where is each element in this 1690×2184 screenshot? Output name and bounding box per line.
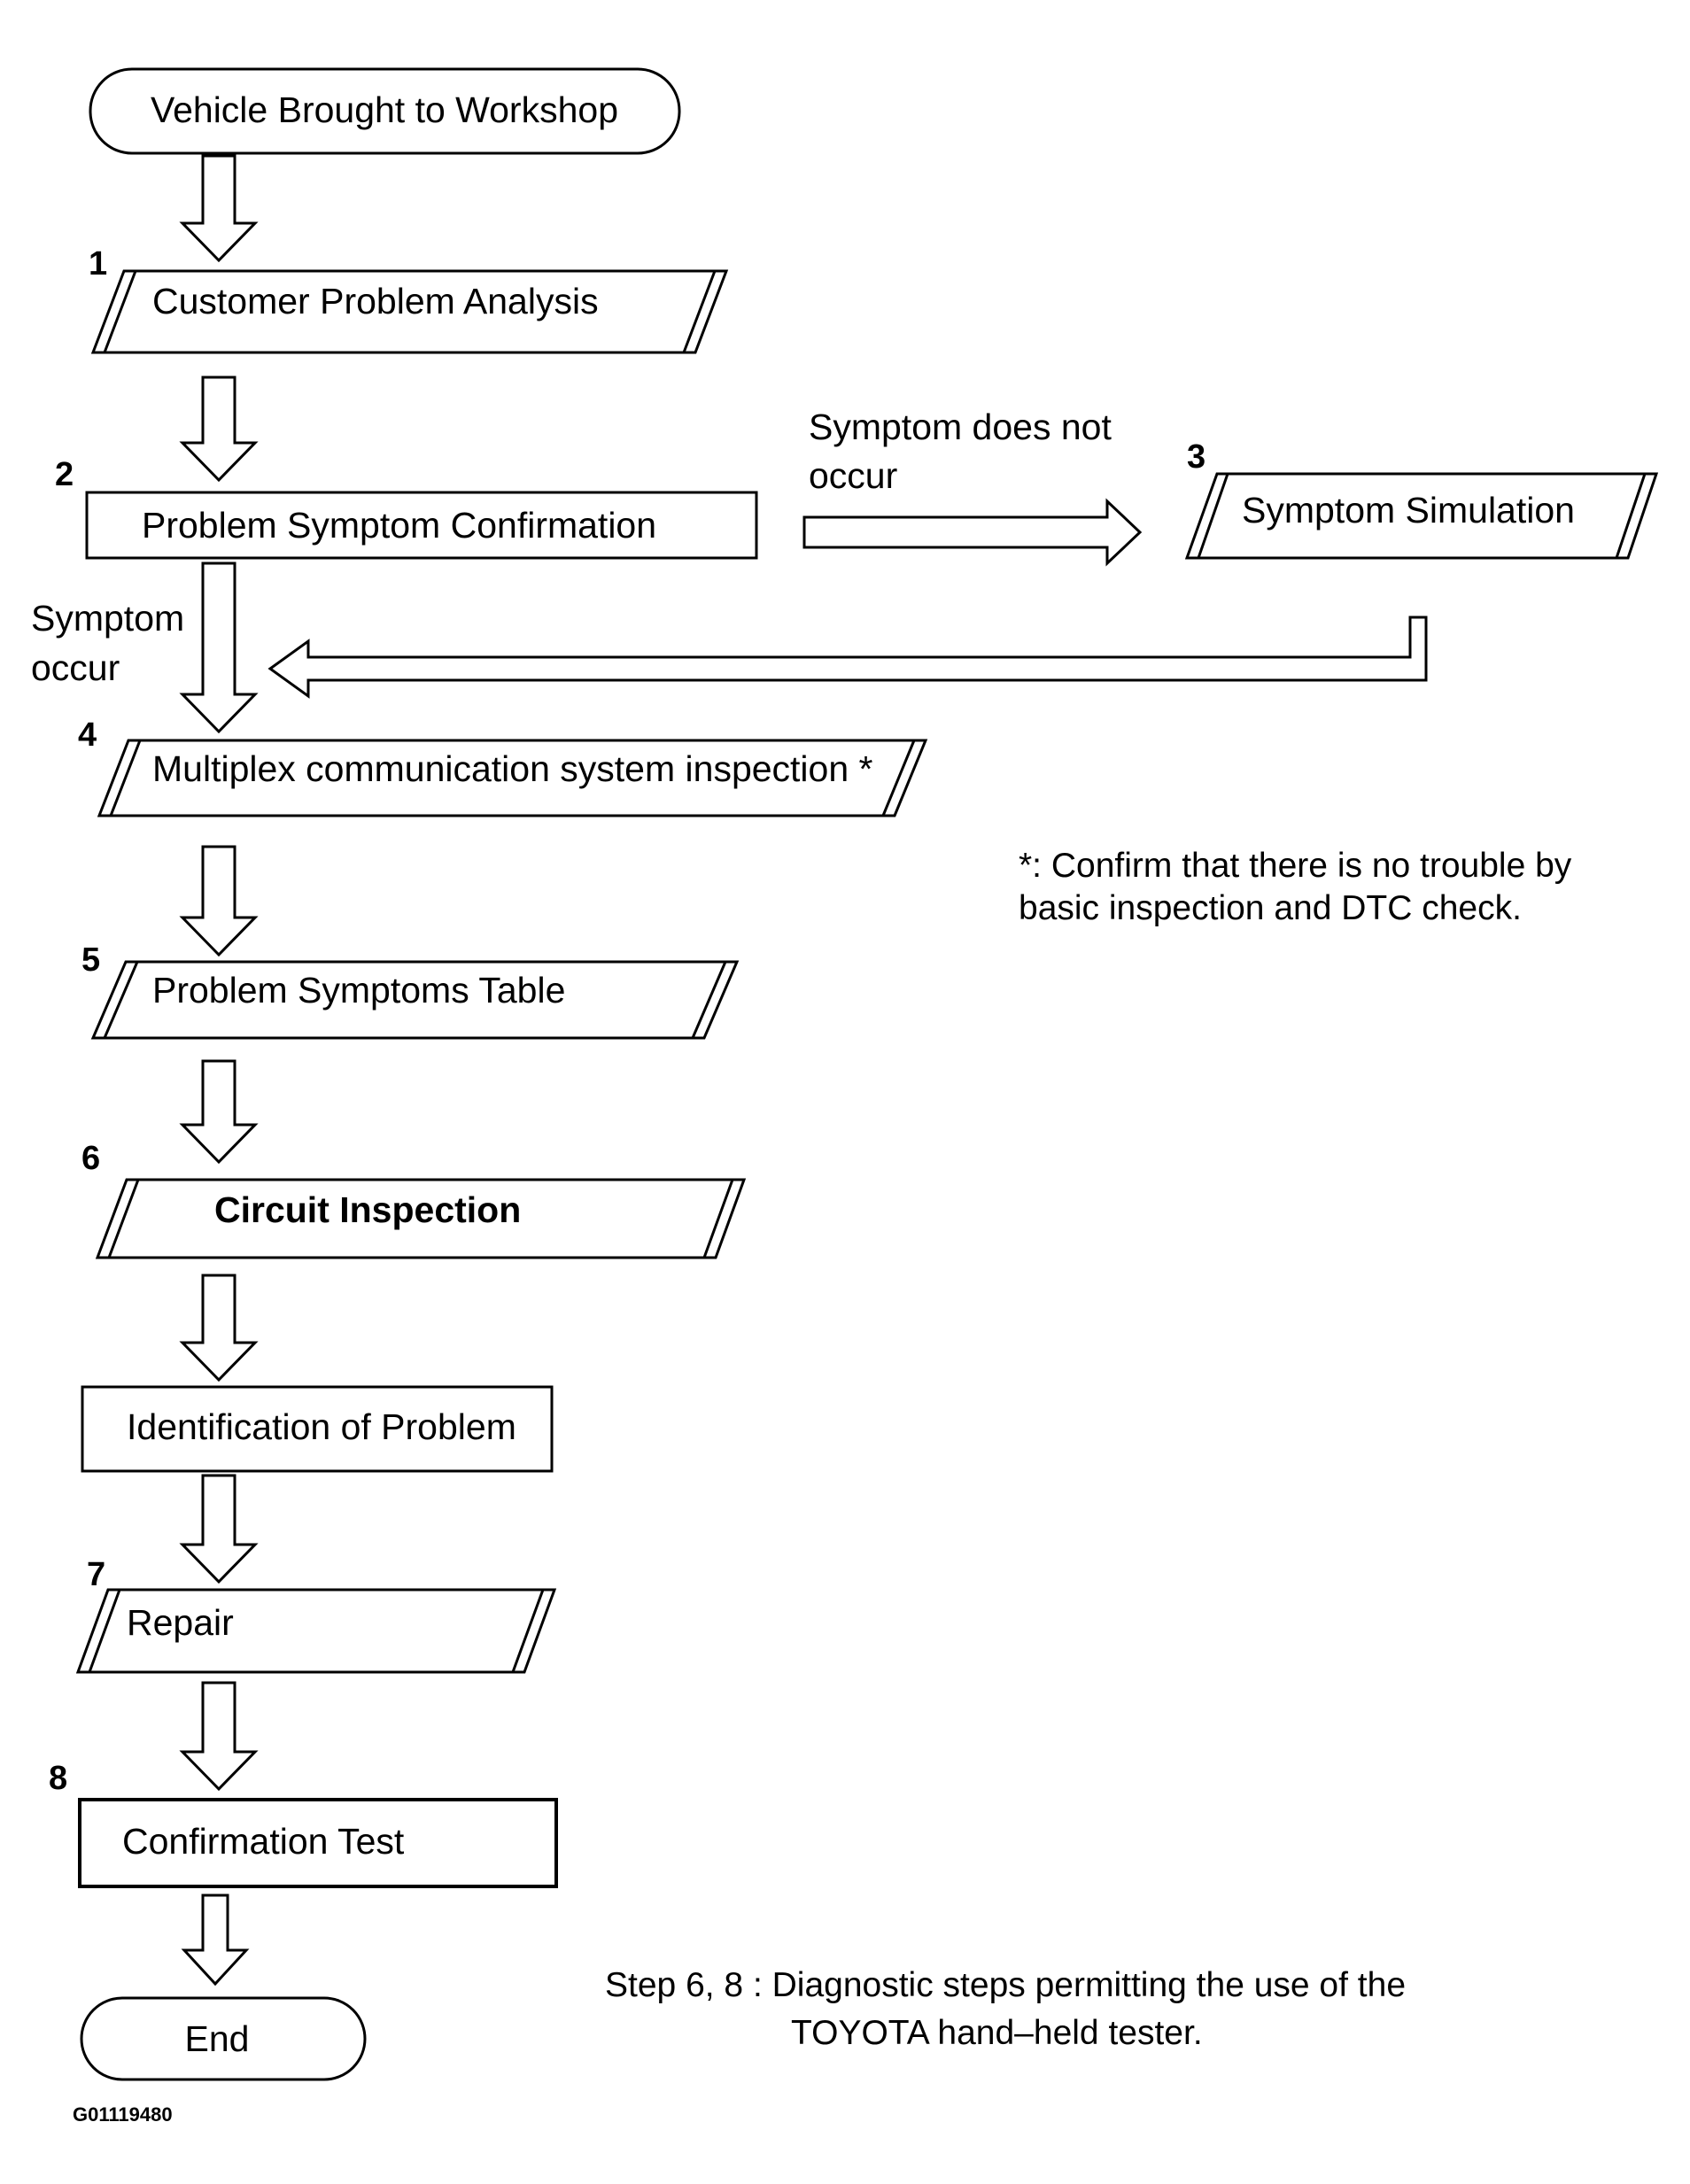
- step-4-box: [97, 739, 928, 817]
- step-5-number: 5: [81, 941, 100, 979]
- step-5-box-edge-right: [691, 961, 727, 1039]
- flow-arrow-3-return: [267, 616, 1428, 699]
- flow-arrow-4-to-5: [179, 845, 259, 957]
- end-terminal-label: End: [185, 2018, 250, 2059]
- flow-arrow-2-to-3: [802, 498, 1143, 567]
- branch-occur-label-line1: Symptom: [31, 598, 184, 639]
- branch-not-occur-label-line1: Symptom does not: [809, 407, 1112, 447]
- step-4-label: Multiplex communication system inspectio…: [152, 748, 873, 789]
- identification-label: Identification of Problem: [127, 1406, 516, 1447]
- step-3-number: 3: [1187, 438, 1205, 476]
- step-4-box-edge-left: [109, 740, 142, 817]
- step-6-box-edge-right: [702, 1179, 734, 1259]
- step-6-label: Circuit Inspection: [214, 1189, 521, 1230]
- step-5-label: Problem Symptoms Table: [152, 970, 565, 1011]
- step-4-number: 4: [78, 716, 97, 754]
- branch-not-occur-label-line2: occur: [809, 455, 897, 496]
- tester-note-line2: TOYOTA hand–held tester.: [791, 2014, 1203, 2052]
- asterisk-note-line1: *: Confirm that there is no trouble by: [1019, 847, 1572, 885]
- step-8-label: Confirmation Test: [122, 1821, 405, 1862]
- step-1-box-edge-left: [103, 270, 137, 353]
- step-6-box: [95, 1178, 747, 1259]
- step-2-label: Problem Symptom Confirmation: [142, 505, 656, 546]
- start-terminal-label: Vehicle Brought to Workshop: [151, 89, 618, 130]
- step-1-box-edge-right: [682, 270, 717, 353]
- step-2-box: [85, 491, 758, 560]
- step-8-number: 8: [49, 1760, 67, 1797]
- step-7-label: Repair: [127, 1602, 234, 1643]
- step-5-box: [90, 960, 740, 1040]
- step-6-box-edge-left: [107, 1179, 140, 1259]
- asterisk-note-line2: basic inspection and DTC check.: [1019, 889, 1522, 927]
- start-terminal: [89, 67, 681, 155]
- step-8-box: [78, 1798, 558, 1888]
- identification-box: [81, 1385, 554, 1473]
- step-7-number: 7: [87, 1556, 105, 1593]
- branch-occur-label-line2: occur: [31, 647, 120, 688]
- step-1-number: 1: [89, 245, 107, 283]
- step-3-box-edge-left: [1197, 473, 1229, 559]
- flow-arrow-7-to-8: [179, 1681, 259, 1792]
- flow-arrow-1-to-2: [179, 376, 259, 483]
- flow-arrow-5-to-6: [179, 1059, 259, 1165]
- flow-arrow-8-to-end: [181, 1894, 250, 1987]
- step-1-label-text: Customer Problem Analysis: [152, 281, 599, 321]
- step-3-box: [1184, 472, 1659, 560]
- step-2-number: 2: [55, 456, 74, 493]
- step-4-box-edge-right: [881, 740, 916, 817]
- step-3-label: Symptom Simulation: [1242, 490, 1575, 531]
- flow-arrow-6-to-identification: [179, 1274, 259, 1382]
- step-6-number: 6: [81, 1140, 100, 1177]
- flow-arrow-start-to-1: [179, 154, 259, 263]
- step-1-box: [90, 269, 729, 354]
- step-7-box: [75, 1588, 557, 1674]
- figure-id: G01119480: [73, 2103, 173, 2126]
- end-terminal: [80, 1996, 367, 2081]
- step-3-box-edge-right: [1615, 473, 1647, 559]
- flow-arrow-2-to-4: [179, 561, 259, 734]
- step-7-box-edge-right: [511, 1589, 545, 1673]
- flow-arrow-identification-to-7: [179, 1474, 259, 1584]
- step-5-box-edge-left: [103, 961, 139, 1039]
- step-7-box-edge-left: [88, 1589, 121, 1673]
- tester-note-line1: Step 6, 8 : Diagnostic steps permitting …: [605, 1966, 1406, 2004]
